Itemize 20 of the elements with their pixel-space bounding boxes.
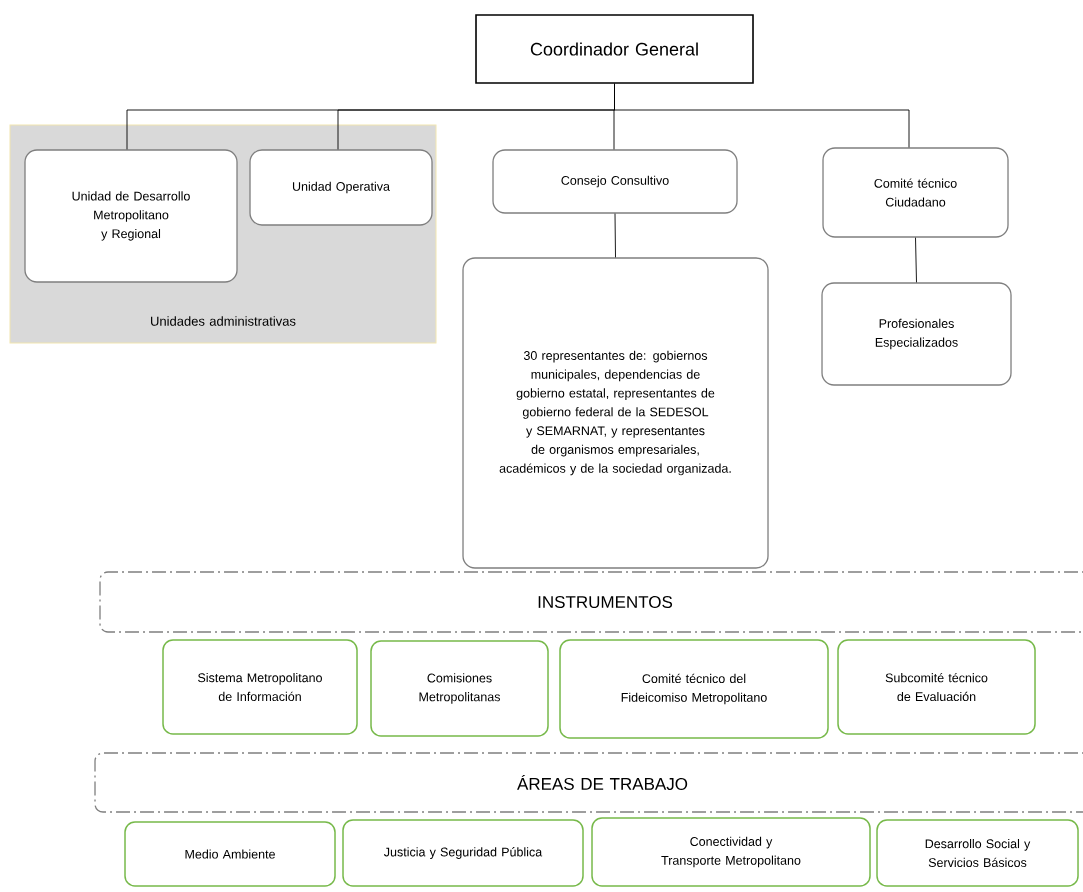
item-box: Sistema Metropolitano de Información [162, 639, 358, 735]
item-box: Conectividad y Transporte Metropolitano [591, 817, 871, 887]
connector-line [614, 213, 616, 258]
item-box: Comisiones Metropolitanas [370, 640, 549, 737]
connector-line [915, 237, 917, 283]
org-box: Unidad de Desarrollo Metropolitano y Regional [24, 149, 238, 283]
org-box: Unidad Operativa [249, 149, 433, 226]
item-box: Desarrollo Social y Servicios Básicos [876, 819, 1079, 887]
org-box: Consejo Consultivo [492, 149, 738, 214]
item-box: Subcomité técnico de Evaluación [837, 639, 1036, 735]
item-box: Comité técnico del Fideicomiso Metropolitano [559, 639, 829, 739]
org-box: 30 representantes de: gobiernos municipales, dependencias de gobierno estatal, representantes de gobierno federal de la SEDESOL y SEMARNAT, y representantes de organismos empresariales, académicos y de la sociedad organizada. [462, 257, 769, 569]
section-band: INSTRUMENTOS [99, 571, 1083, 633]
item-box: Justicia y Seguridad Pública [342, 819, 584, 887]
org-box: Profesionales Especializados [821, 282, 1012, 386]
title-box: Coordinador General [475, 14, 754, 84]
section-band: ÁREAS DE TRABAJO [94, 752, 1083, 813]
connector-line [614, 83, 910, 148]
org-box: Comité técnico Ciudadano [822, 147, 1009, 238]
item-box: Medio Ambiente [124, 821, 336, 887]
